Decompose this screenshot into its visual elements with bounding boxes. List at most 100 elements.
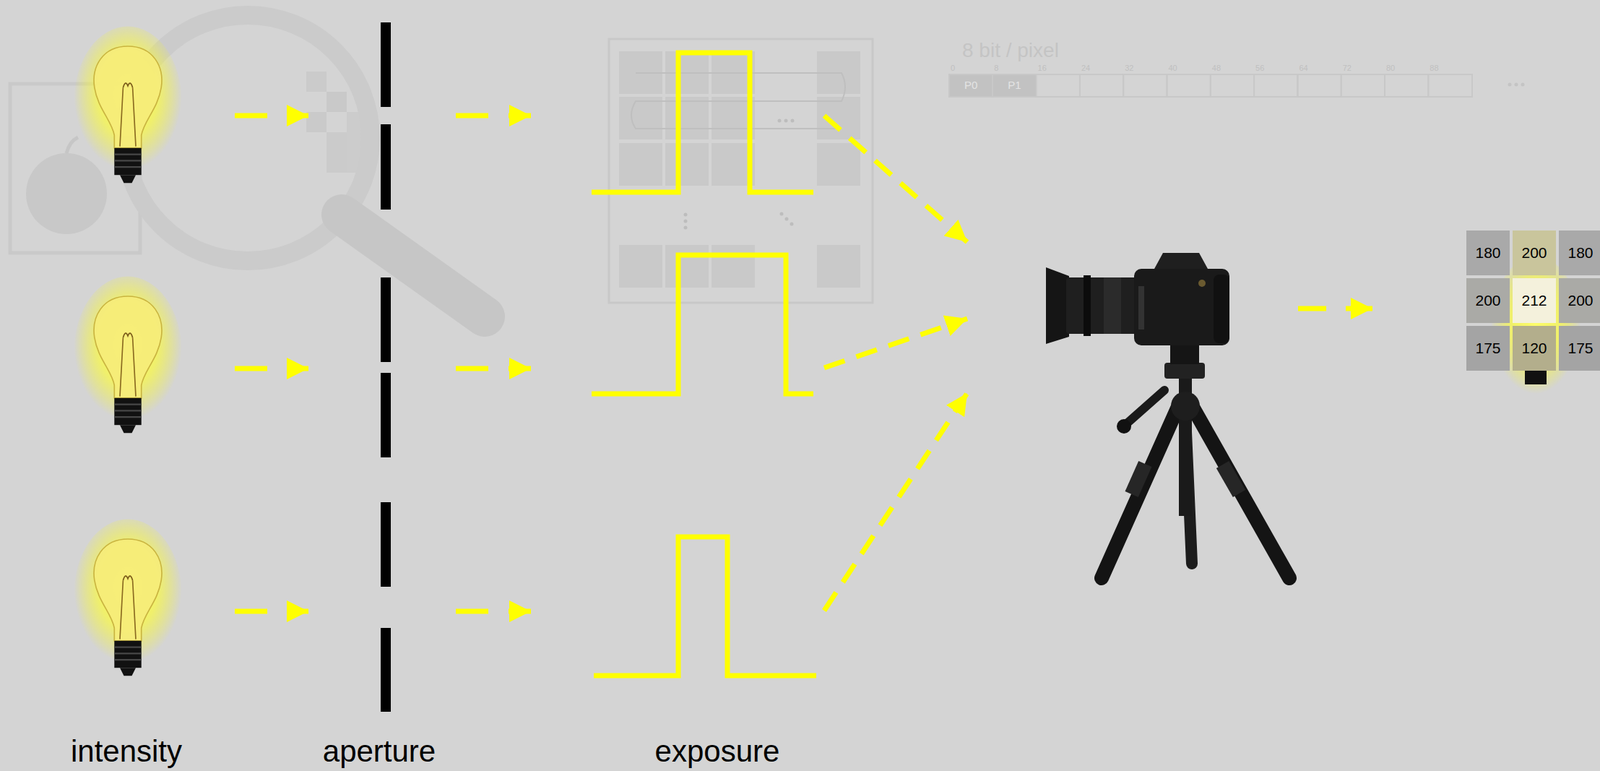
faded-grid-scheme: [631, 72, 846, 129]
camera-icon: [1066, 277, 1142, 334]
faded-grid-scheme: [785, 217, 789, 222]
cell-value: 180: [1475, 244, 1501, 261]
bit-offset: 8: [993, 63, 999, 73]
faded-memory-bar: [1428, 74, 1473, 97]
cell-value: 200: [1521, 244, 1547, 261]
faded-memory-bar: [1036, 74, 1080, 97]
faded-grid-scheme: [790, 222, 794, 227]
faded-grid-scheme: [816, 244, 861, 288]
bit-offset: 40: [1168, 63, 1178, 73]
faded-memory-bar: [1079, 74, 1124, 97]
light-bulb-icon: [73, 26, 183, 677]
faded-grid-scheme: [711, 244, 755, 288]
faded-grid-scheme: [816, 143, 861, 186]
cell-value: 180: [1567, 244, 1593, 261]
aperture-bar: [380, 502, 391, 587]
faded-grid-scheme: [780, 212, 784, 216]
light-arrow: [824, 115, 1373, 611]
pixel-cell: 120: [1512, 325, 1556, 371]
camera-icon: [1045, 267, 1070, 344]
faded-grid-scheme: [619, 143, 663, 186]
faded-memory-bar: [1514, 83, 1519, 87]
faded-memory-bar: [1210, 74, 1254, 97]
cell-value: 175: [1567, 339, 1593, 357]
faded-memory-bar: [1521, 83, 1525, 87]
camera-icon: [1213, 274, 1230, 344]
light-arrow: [824, 392, 968, 611]
faded-magnifier: [306, 111, 327, 133]
camera-icon: [1101, 408, 1178, 578]
camera-icon: [1045, 252, 1290, 578]
aperture-bar: [380, 277, 391, 362]
faded-grid-scheme: [608, 39, 873, 303]
camera-icon: [1193, 408, 1290, 578]
faded-memory-bar: [949, 74, 1525, 97]
bit-offset: 24: [1081, 63, 1091, 73]
faded-magnifier: [306, 71, 327, 92]
camera-icon: [1198, 279, 1206, 287]
faded-magnifier: [326, 91, 347, 112]
exposure-pulse: [591, 52, 817, 676]
light-arrow: [455, 608, 531, 614]
camera-icon: [1125, 460, 1153, 497]
faded-grid-scheme: [619, 244, 663, 288]
faded-grid-scheme: [684, 219, 688, 224]
camera-icon: [1170, 391, 1200, 421]
bit-offset: 0: [950, 63, 955, 73]
faded-memory-bar: [949, 74, 1473, 97]
aperture-bar: [380, 22, 391, 107]
camera-icon: [1083, 275, 1091, 336]
light-arrow: [824, 115, 968, 242]
faded-grid-scheme: [665, 143, 709, 186]
pixel-cell: 180: [1466, 230, 1510, 276]
faded-grid-scheme: [777, 119, 782, 123]
faded-heading: 8 bit / pixel: [962, 39, 1059, 63]
bit-offset: 16: [1038, 63, 1047, 73]
pixel-cell: 212: [1512, 278, 1556, 323]
stage-label: intensity: [70, 734, 183, 768]
light-bulb-icon: [73, 519, 183, 677]
exposure-pulse: [591, 254, 814, 394]
light-arrow: [234, 113, 309, 119]
cell-value: 200: [1475, 291, 1501, 309]
aperture-bar: [380, 22, 391, 712]
stage-label: aperture: [322, 734, 436, 768]
camera-icon: [1126, 390, 1165, 424]
exposure-pulse: [591, 52, 814, 193]
bit-offset: 48: [1212, 63, 1221, 73]
light-bulb-icon: [73, 26, 183, 184]
bit-offset: 80: [1386, 63, 1395, 73]
pixel-cell: 200: [1558, 278, 1600, 323]
pixel-cell: 180: [1558, 230, 1600, 276]
exposure-pulse: [593, 536, 817, 676]
light-arrow: [234, 366, 309, 372]
light-arrow: [455, 366, 531, 372]
memory-cell: P0: [949, 74, 993, 97]
bit-offset: 56: [1255, 63, 1265, 73]
light-arrow: [455, 113, 531, 119]
bit-offset: 88: [1429, 63, 1439, 73]
cell-value: 175: [1475, 339, 1501, 357]
stage-label: exposure: [655, 734, 781, 768]
camera-icon: [1164, 362, 1205, 379]
cell-value: P1: [1007, 79, 1021, 92]
camera-icon: [1103, 277, 1122, 334]
faded-grid-scheme: [784, 119, 789, 123]
bit-offset: 64: [1298, 63, 1308, 73]
faded-grid-scheme: [684, 226, 688, 230]
faded-memory-bar: [1508, 83, 1512, 87]
cell-value: 120: [1521, 339, 1547, 357]
cell-value: P0: [964, 79, 978, 92]
faded-magnifier: [124, 15, 485, 317]
faded-grid-scheme: [790, 119, 795, 123]
cell-value: 200: [1567, 291, 1593, 309]
faded-memory-bar: [1253, 74, 1298, 97]
faded-memory-bar: [1384, 74, 1429, 97]
bit-offset: 32: [1124, 63, 1134, 73]
pixel-cell: 175: [1466, 325, 1510, 371]
aperture-bar: [380, 124, 391, 210]
light-arrow: [1298, 306, 1373, 312]
camera-icon: [1116, 418, 1132, 434]
cell-value: 212: [1521, 291, 1547, 309]
